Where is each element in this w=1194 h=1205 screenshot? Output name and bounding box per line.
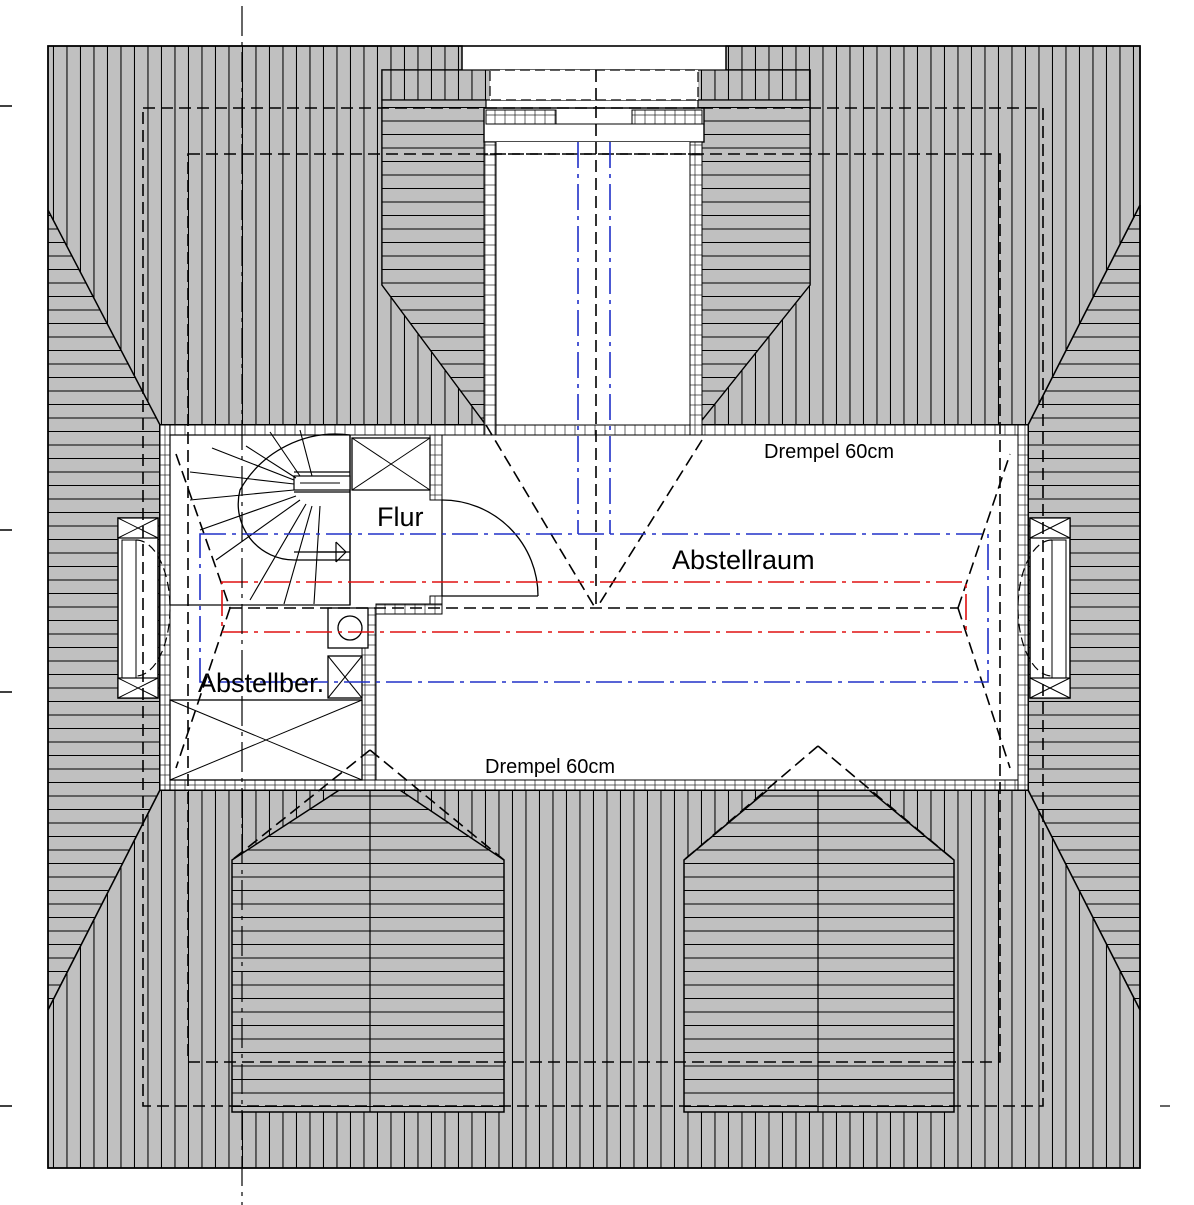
drempel-label-bottom: Drempel 60cm [485, 756, 615, 778]
axis-lines-blue [199, 142, 989, 683]
room-label-flur: Flur [377, 502, 424, 532]
room-label-abstellraum: Abstellraum [672, 545, 815, 575]
gable-window-right [1017, 517, 1071, 699]
walls [159, 141, 1029, 791]
roof-outline [47, 45, 1141, 1169]
drempel-label-top: Drempel 60cm [764, 441, 894, 463]
grid-axis-marks [0, 6, 1170, 1205]
chimney-flue [327, 607, 369, 699]
roof-plane-bottom [47, 789, 1141, 1169]
top-dormer [381, 69, 811, 427]
axis-lines-red [221, 581, 967, 633]
door-swing [441, 499, 539, 597]
storage-box-bottom [169, 699, 363, 781]
dashed-roof-lines [142, 70, 1044, 1107]
gable-window-left [117, 517, 171, 699]
spiral-staircase [169, 429, 351, 606]
shaft-top [351, 437, 431, 491]
room-label-abstellber: Abstellber. [198, 668, 324, 698]
